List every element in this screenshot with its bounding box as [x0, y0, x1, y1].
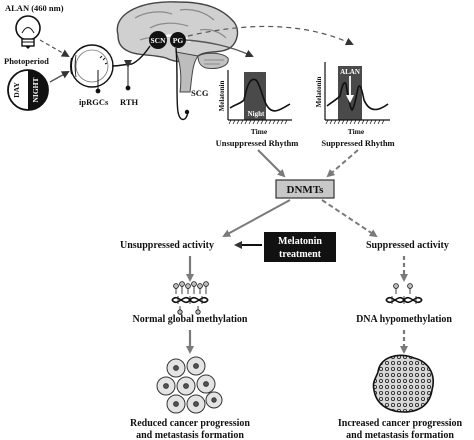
- pg-to-suppressed-arrow: [187, 25, 354, 46]
- photoperiod-to-eye-arrow: [49, 71, 70, 83]
- right-outcome-line1: Increased cancer progression: [338, 418, 463, 429]
- treatment-line1: Melatonin: [278, 236, 322, 247]
- unsuppressed-caption: Unsuppressed Rhythm: [216, 138, 299, 148]
- alan-in-graph-label: ALAN: [340, 68, 360, 76]
- hypomethylation-label: DNA hypomethylation: [356, 314, 452, 325]
- pg-to-unsuppressed-arrow: [185, 39, 254, 58]
- dnmts-box: [275, 179, 335, 199]
- tumor-mass: [372, 354, 434, 413]
- eye-icon: [70, 44, 133, 88]
- rth-pointer: [124, 60, 132, 91]
- iprgcs-label: ipRGCs: [79, 97, 109, 107]
- scg-pathway: [175, 47, 189, 121]
- normal-methylation-label: Normal global methylation: [133, 314, 248, 325]
- dnmts-label: DNMTs: [287, 184, 325, 196]
- treatment-line2: treatment: [279, 249, 322, 260]
- light-bulb-icon: [15, 15, 41, 49]
- retinohypothalamic-tract: [131, 45, 151, 65]
- night-label: Night: [248, 110, 265, 118]
- suppressed-activity-label: Suppressed activity: [366, 240, 449, 251]
- night-label: NIGHT: [31, 77, 40, 102]
- pg-node: [170, 32, 186, 48]
- scn-label: SCN: [150, 36, 166, 45]
- unsuppressed-activity-label: Unsuppressed activity: [120, 240, 214, 251]
- dnmts-to-unsuppressed-arrow: [222, 199, 291, 237]
- suppressed-rhythm-graph: ALAN Melatonin Time Suppressed Rhythm: [315, 62, 395, 148]
- unsuppressed-ylabel: Melatonin: [218, 81, 226, 112]
- right-outcome-line2: and metastasis formation: [346, 430, 454, 440]
- day-label: DAY: [12, 82, 21, 98]
- normal-cells-cluster: [156, 356, 223, 414]
- scg-label: SCG: [191, 88, 209, 98]
- day-night-icon: DAY NIGHT: [7, 69, 49, 111]
- left-outcome-line1: Reduced cancer progression: [130, 418, 250, 429]
- alan-label: ALAN (460 nm): [5, 3, 64, 13]
- scn-node: [149, 31, 167, 49]
- suppressed-caption: Suppressed Rhythm: [321, 138, 394, 148]
- methylated-dna-icon: [171, 281, 209, 315]
- suppressed-to-dnmts-arrow: [326, 149, 359, 178]
- unsuppressed-xlabel: Time: [251, 127, 268, 136]
- melatonin-curve: [229, 78, 291, 112]
- suppressed-ylabel: Melatonin: [315, 77, 323, 108]
- pg-label: PG: [173, 36, 184, 45]
- hypomethylated-dna-icon: [385, 283, 423, 304]
- melatonin-treatment-box: [264, 232, 336, 262]
- scg-node: [184, 109, 190, 115]
- dnmts-to-suppressed-arrow: [321, 199, 378, 238]
- brain-illustration: [116, 1, 239, 93]
- left-outcome-line2: and metastasis formation: [136, 430, 244, 440]
- iprgcs-pointer: [95, 70, 101, 94]
- melatonin-curve: [326, 81, 389, 112]
- rth-label: RTH: [120, 97, 139, 107]
- photoperiod-label: Photoperiod: [4, 56, 49, 66]
- unsuppressed-to-dnmts-arrow: [257, 149, 286, 178]
- unsuppressed-rhythm-graph: Night Melatonin Time Unsuppressed Rhythm: [216, 70, 299, 148]
- alan-to-eye-arrow: [39, 39, 70, 57]
- suppressed-xlabel: Time: [348, 127, 365, 136]
- time-ticks: [325, 119, 385, 125]
- time-ticks: [228, 119, 288, 125]
